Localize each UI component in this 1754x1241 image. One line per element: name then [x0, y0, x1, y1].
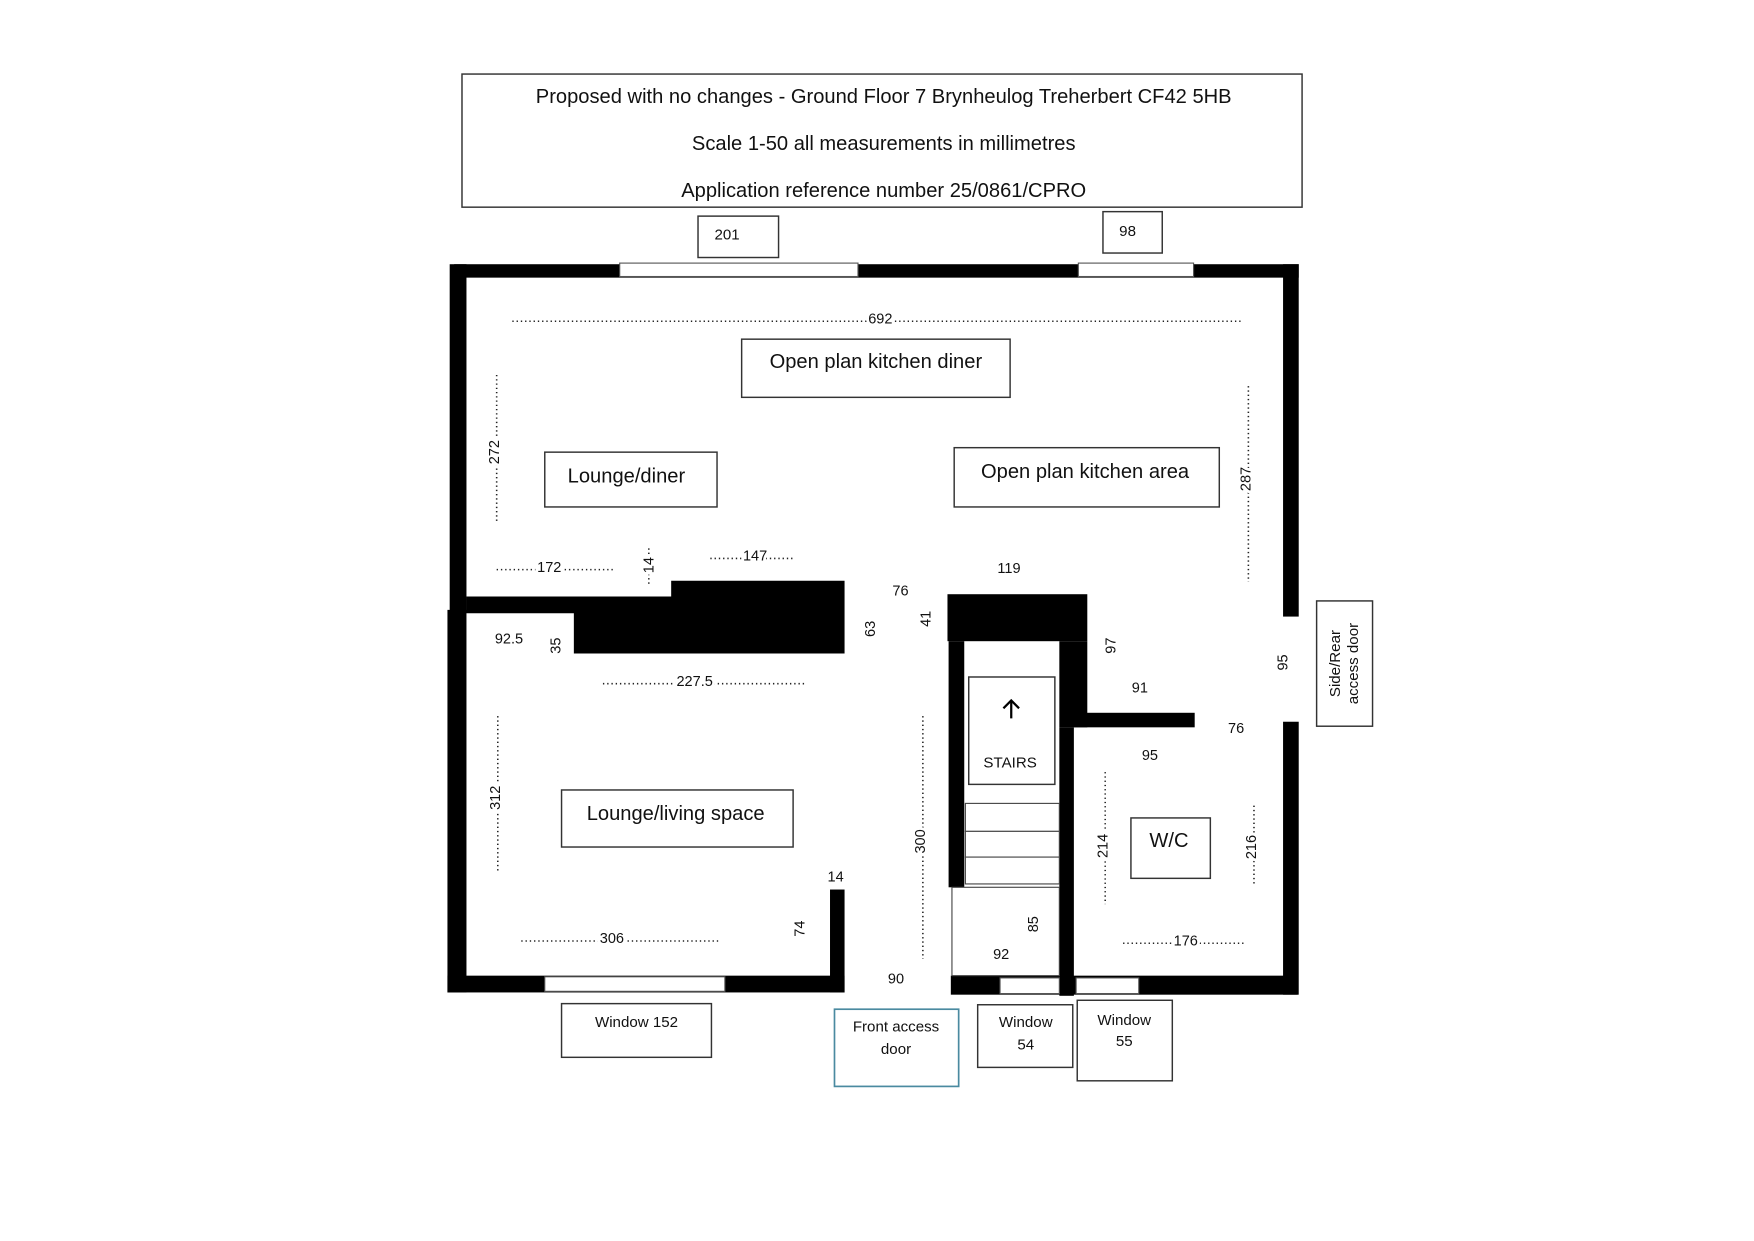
dimension-labels: 692 272 287 172 14 147 119 76 41 63 92.5… — [484, 309, 1294, 991]
dim-272: 272 — [487, 440, 503, 464]
front-access-door: Front access door — [833, 1008, 960, 1088]
svg-text:Open plan kitchen area: Open plan kitchen area — [981, 461, 1190, 483]
dim-63: 63 — [863, 621, 879, 637]
dim-147: 147 — [743, 549, 767, 565]
svg-text:Open plan kitchen diner: Open plan kitchen diner — [770, 351, 983, 373]
dim-76-side: 76 — [1228, 721, 1244, 737]
dim-92-5: 92.5 — [495, 631, 523, 647]
room-wc: W/C — [1130, 817, 1212, 880]
dim-92: 92 — [993, 947, 1009, 963]
svg-text:Lounge/diner: Lounge/diner — [568, 465, 686, 487]
window-label-55: Window 55 — [1076, 999, 1174, 1082]
window-label-54: Window 54 — [976, 1004, 1074, 1069]
dim-306: 306 — [600, 931, 624, 947]
dim-85: 85 — [1026, 916, 1042, 932]
dim-176: 176 — [1174, 933, 1198, 949]
dim-119: 119 — [997, 561, 1020, 577]
room-kitchen-area: Open plan kitchen area — [953, 446, 1221, 508]
dim-312: 312 — [488, 786, 504, 810]
svg-text:Front access: Front access — [853, 1019, 939, 1036]
dim-214: 214 — [1095, 834, 1111, 858]
arrow-up-icon — [1002, 698, 1020, 719]
svg-text:door: door — [881, 1041, 911, 1058]
svg-text:Window: Window — [999, 1014, 1053, 1031]
dim-227-5: 227.5 — [676, 674, 712, 690]
dim-300: 300 — [913, 829, 929, 853]
room-lounge-diner: Lounge/diner — [544, 451, 718, 508]
application-reference: Application reference number 25/0861/CPR… — [681, 180, 1086, 202]
dim-287: 287 — [1239, 467, 1255, 491]
dim-95-wc: 95 — [1142, 748, 1158, 764]
dim-14-wall: 14 — [828, 870, 844, 886]
svg-text:Window 152: Window 152 — [595, 1014, 678, 1031]
svg-text:W/C: W/C — [1149, 830, 1188, 852]
plan-scale: Scale 1-50 all measurements in millimetr… — [692, 133, 1076, 155]
dim-692: 692 — [868, 312, 892, 328]
window-label-152: Window 152 — [560, 1002, 713, 1059]
dim-14-chimney: 14 — [641, 557, 657, 573]
dim-216: 216 — [1244, 835, 1260, 859]
title-block: Proposed with no changes - Ground Floor … — [461, 73, 1303, 208]
dim-74: 74 — [792, 921, 808, 937]
svg-text:201: 201 — [715, 227, 740, 244]
stairs-label: STAIRS — [983, 755, 1036, 772]
windows — [544, 262, 1195, 995]
svg-text:Side/Rear: Side/Rear — [1327, 630, 1344, 697]
dim-97: 97 — [1103, 638, 1119, 654]
svg-text:access door: access door — [1345, 623, 1362, 704]
window-label-98: 98 — [1102, 210, 1163, 254]
svg-text:55: 55 — [1116, 1033, 1133, 1050]
dim-35: 35 — [548, 638, 564, 654]
stairs: STAIRS — [951, 676, 1060, 977]
dim-76-hall: 76 — [892, 583, 908, 599]
svg-text:Window: Window — [1097, 1012, 1151, 1029]
plan-title: Proposed with no changes - Ground Floor … — [536, 86, 1232, 108]
svg-text:Lounge/living space: Lounge/living space — [587, 803, 765, 825]
window-label-201: 201 — [697, 215, 780, 259]
dim-95-side: 95 — [1276, 654, 1292, 670]
svg-text:98: 98 — [1119, 223, 1136, 240]
dim-90: 90 — [888, 971, 904, 987]
side-rear-access-door: Side/Rear access door — [1315, 600, 1374, 727]
dimension-lines — [495, 320, 1255, 959]
room-kitchen-diner: Open plan kitchen diner — [740, 338, 1011, 399]
room-living-space: Lounge/living space — [560, 789, 794, 848]
dim-172: 172 — [537, 560, 561, 576]
dim-41: 41 — [919, 611, 935, 627]
dim-91: 91 — [1132, 681, 1148, 697]
svg-text:54: 54 — [1017, 1036, 1034, 1053]
